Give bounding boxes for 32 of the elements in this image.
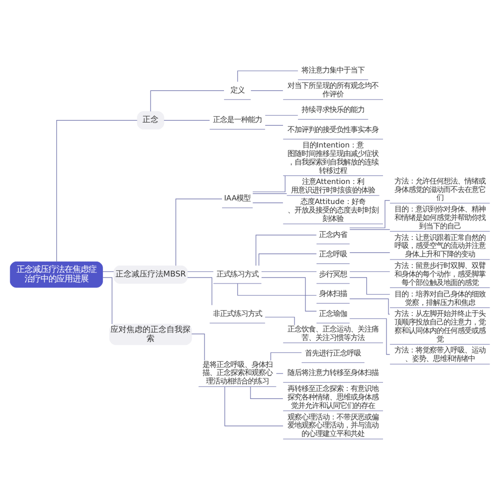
connector <box>102 270 114 272</box>
connector <box>349 228 390 230</box>
connector <box>261 270 317 272</box>
connector <box>150 90 224 112</box>
connector <box>187 276 212 305</box>
connector <box>250 386 284 399</box>
connector <box>237 282 317 296</box>
connector <box>252 192 288 194</box>
connector <box>349 298 390 314</box>
connector <box>191 333 205 360</box>
connector <box>187 270 214 272</box>
connector <box>349 252 390 253</box>
connector <box>176 198 222 266</box>
connector <box>264 114 298 116</box>
connector <box>264 316 295 325</box>
node-box: 正念减压疗法在焦虑症治疗中的应用进展 <box>10 261 103 288</box>
connector <box>349 200 390 228</box>
connector <box>252 174 286 192</box>
connector <box>258 253 317 266</box>
connector <box>349 276 390 294</box>
connector <box>237 70 298 82</box>
connector <box>349 318 390 354</box>
connector <box>102 276 112 324</box>
connector <box>276 372 284 374</box>
connector <box>252 202 284 203</box>
connector <box>270 352 302 360</box>
connector <box>256 234 317 266</box>
connector <box>264 124 284 126</box>
connector <box>56 120 138 262</box>
connector <box>349 270 390 272</box>
connector <box>224 386 284 426</box>
connector <box>261 276 317 311</box>
